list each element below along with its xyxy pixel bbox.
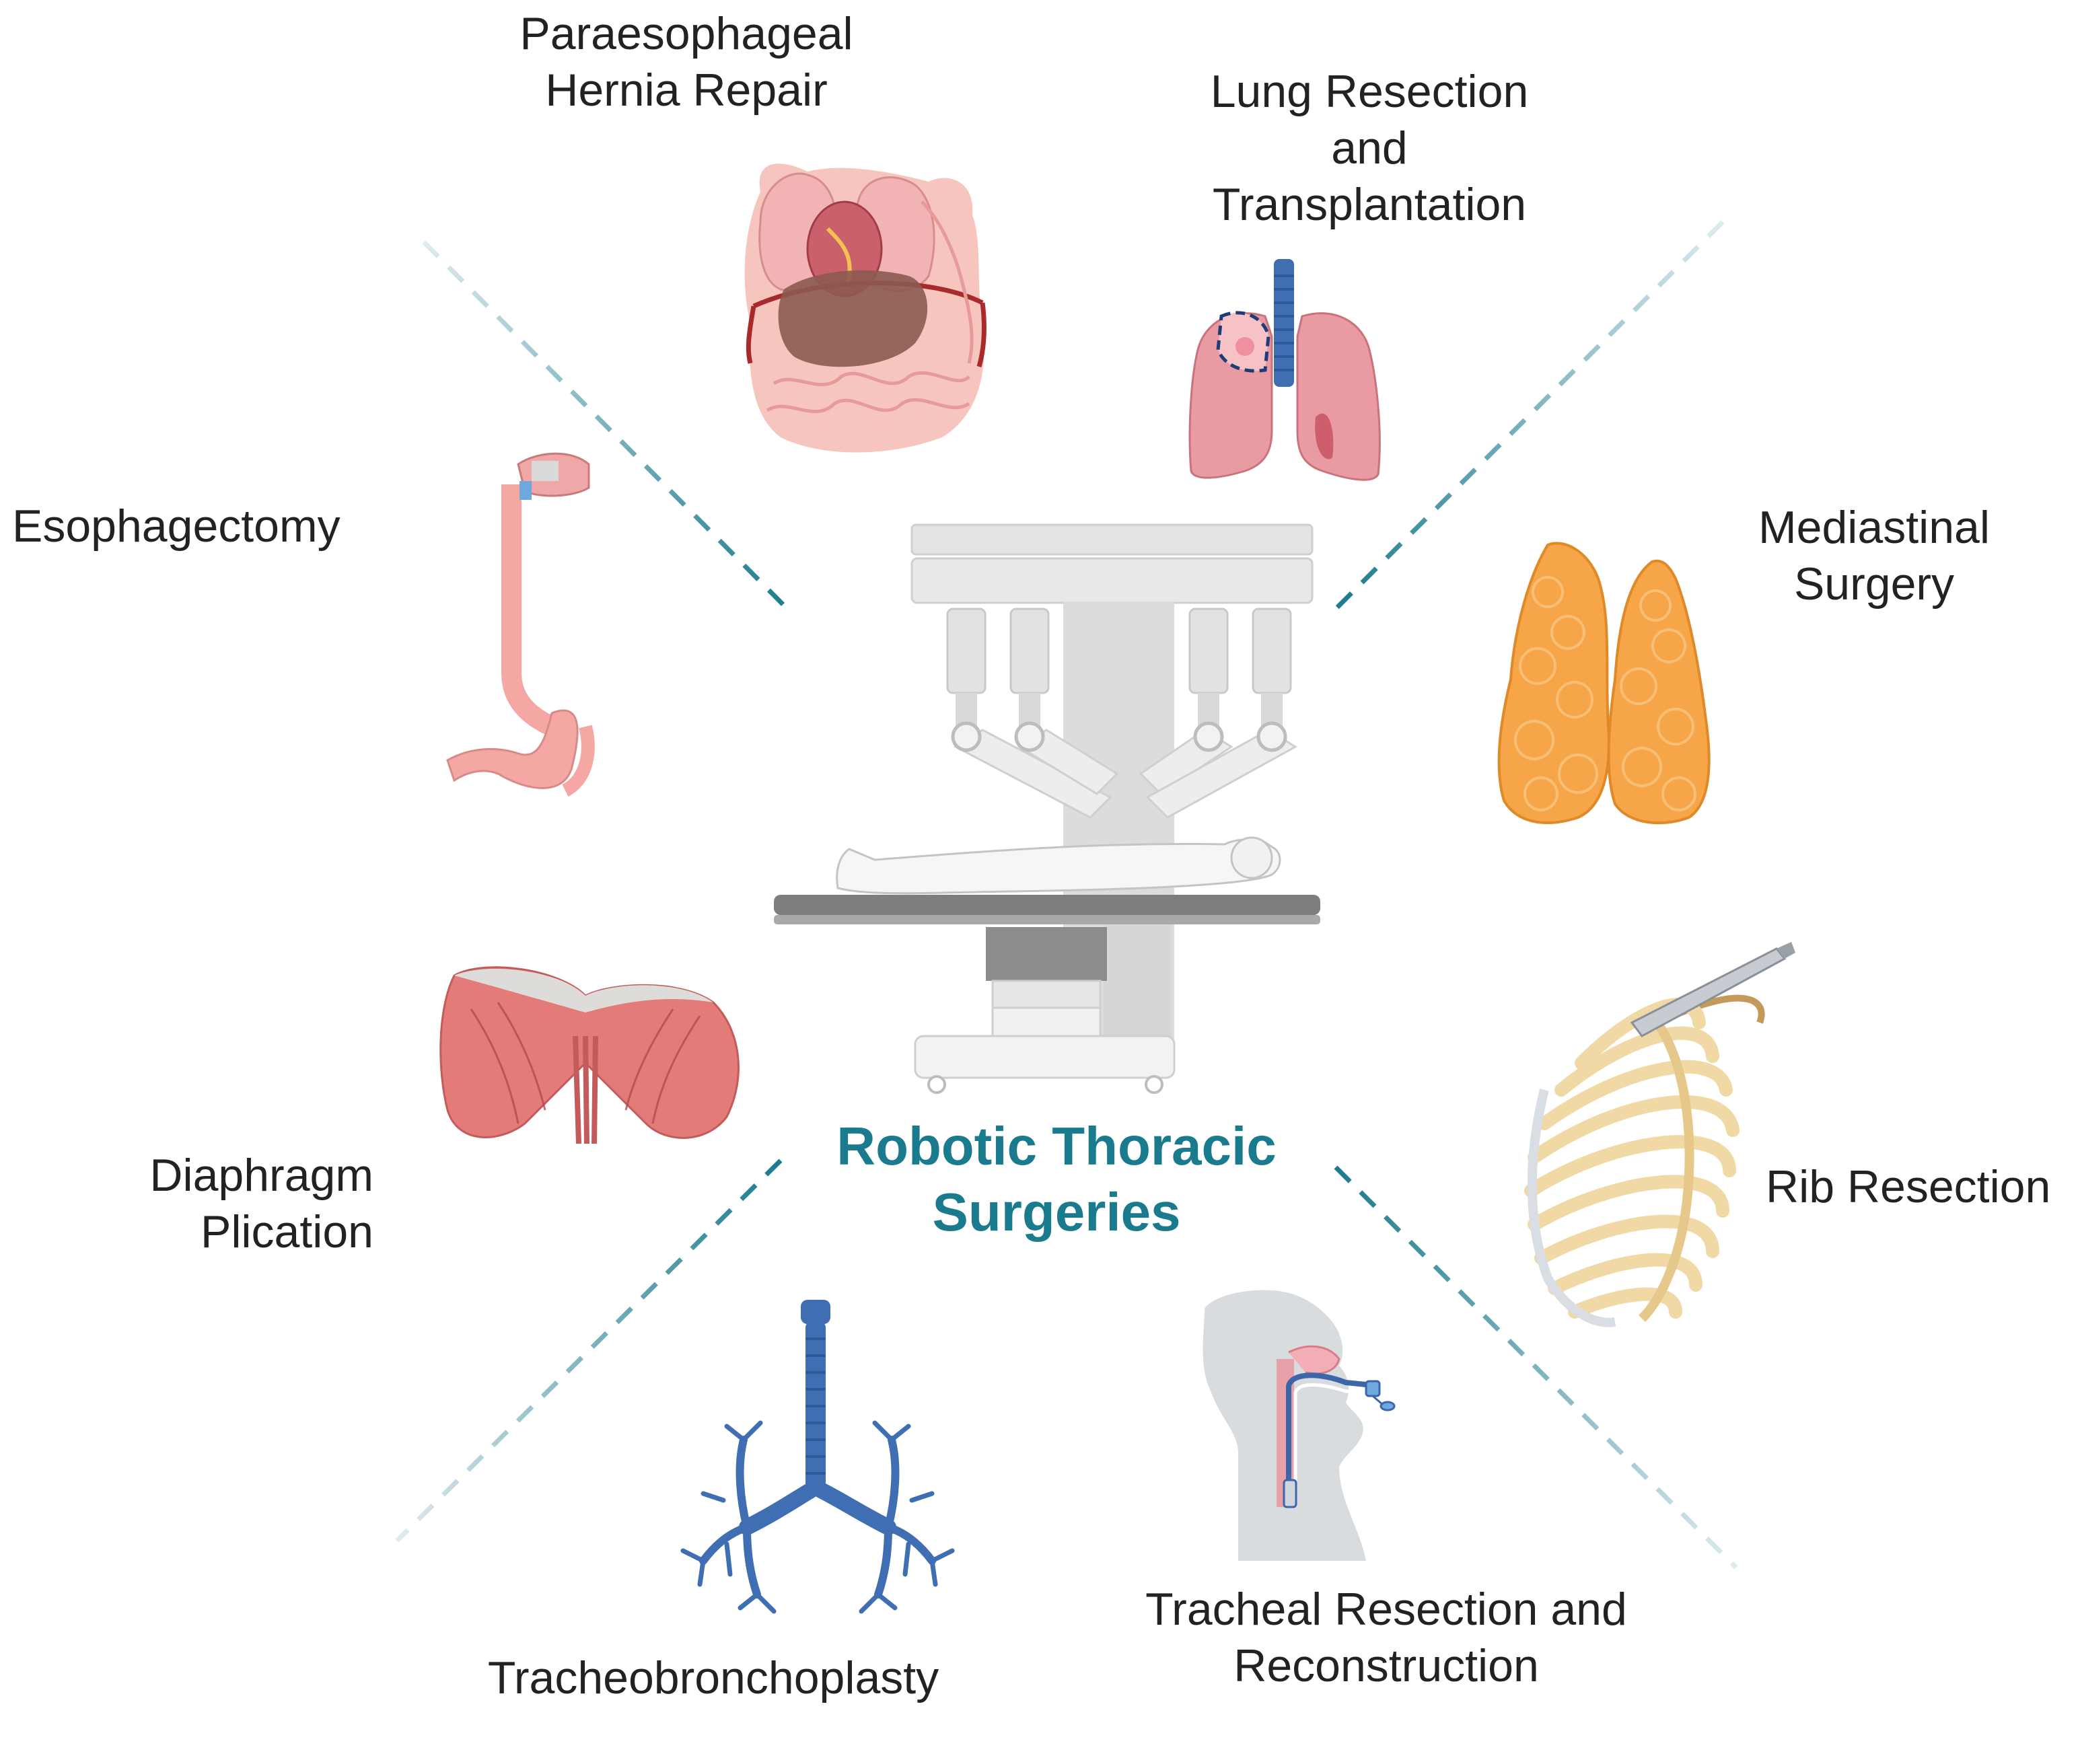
label-diaphragm-plication: Diaphragm Plication — [149, 1150, 373, 1257]
divider-top-left — [422, 240, 793, 614]
robotic-surgical-system-icon — [774, 523, 1320, 1094]
rib-cage-icon — [1524, 942, 1795, 1327]
label-mediastinal-surgery: Mediastinal Surgery — [1758, 502, 1990, 610]
diaphragm-icon — [439, 966, 740, 1144]
bronchial-tree-icon — [680, 1300, 955, 1614]
divider-bottom-left — [395, 1159, 783, 1543]
thymus-icon — [1497, 542, 1711, 825]
divider-lines — [57, 20, 2039, 1749]
intubated-head-icon — [1203, 1290, 1396, 1561]
label-rib-resection: Rib Resection — [1766, 1161, 2051, 1212]
label-paraesophageal-hernia-repair: Paraesophageal Hernia Repair — [520, 8, 853, 116]
esophagus-stomach-icon — [446, 452, 595, 797]
lungs-icon — [1188, 259, 1381, 481]
center-title: Robotic Thoracic Surgeries — [836, 1116, 1277, 1242]
label-lung-resection: Lung Resection and Transplantation — [1210, 66, 1529, 230]
label-tracheal-resection: Tracheal Resection and Reconstruction — [1145, 1584, 1627, 1691]
abdominal-organs-icon — [744, 163, 987, 453]
label-esophagectomy: Esophagectomy — [12, 501, 341, 552]
label-tracheobronchoplasty: Tracheobronchoplasty — [487, 1652, 939, 1703]
divider-bottom-right — [1334, 1165, 1738, 1570]
divider-top-right — [1334, 220, 1725, 611]
